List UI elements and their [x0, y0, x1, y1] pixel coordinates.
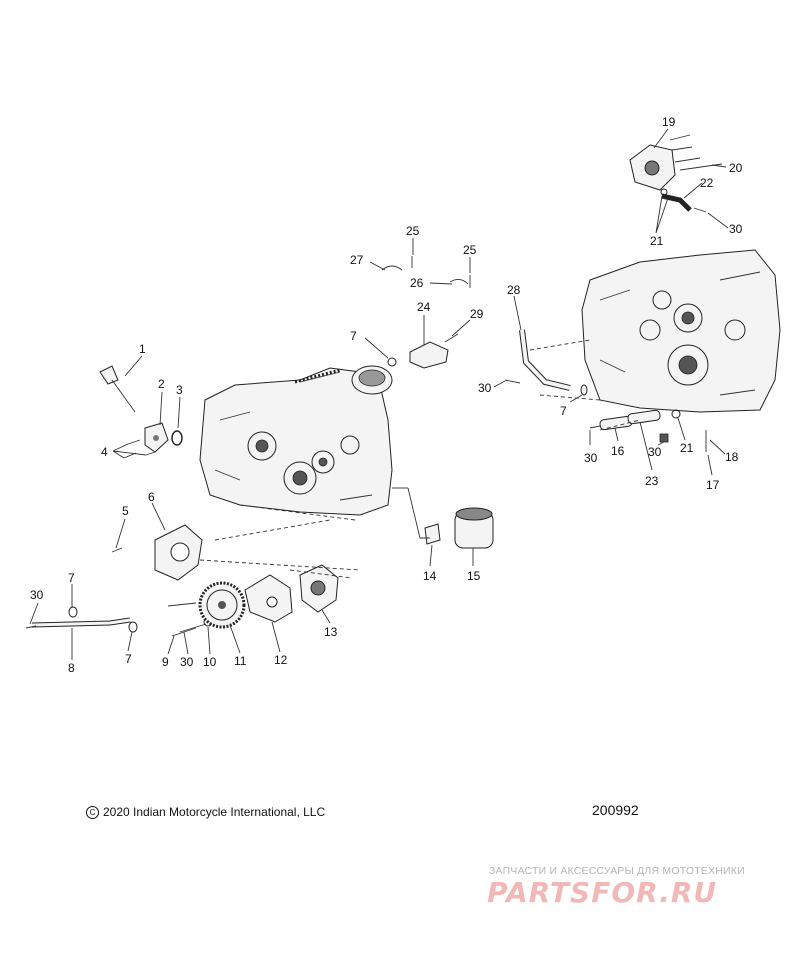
part-28-pipe — [519, 329, 571, 391]
callout-26: 26 — [410, 276, 424, 290]
callout-7-b: 7 — [125, 652, 132, 666]
part-15-oil-filter — [454, 507, 494, 549]
callout-23: 23 — [645, 474, 659, 488]
part-26-27-clips — [381, 265, 469, 285]
callout-18: 18 — [725, 450, 739, 464]
part-21-oring-a — [671, 409, 681, 419]
part-14-filter-adapter — [424, 523, 441, 545]
part-20-bolts — [679, 163, 723, 171]
callout-22: 22 — [700, 176, 714, 190]
part-30-bolt-d — [693, 207, 707, 213]
callout-16: 16 — [611, 444, 625, 458]
part-11-gear — [198, 581, 246, 629]
callout-7-c: 7 — [350, 329, 357, 343]
left-crankcase — [199, 365, 393, 516]
watermark-tagline: ЗАПЧАСТИ И АКСЕССУАРЫ ДЛЯ МОТОТЕХНИКИ — [489, 865, 745, 877]
figure-number: 200992 — [592, 802, 639, 818]
callout-28: 28 — [507, 283, 521, 297]
part-7-oring-b — [128, 621, 138, 633]
part-3-oring — [171, 430, 183, 446]
callout-5: 5 — [122, 504, 129, 518]
part-5-bolt — [111, 547, 123, 553]
part-6-pump-housing — [154, 524, 203, 581]
callout-12: 12 — [274, 653, 288, 667]
copyright-notice: C 2020 Indian Motorcycle International, L… — [86, 805, 325, 819]
callout-4: 4 — [101, 445, 108, 459]
watermark-logo: PARTSFOR.RU — [487, 876, 718, 909]
callout-30-a: 30 — [30, 588, 44, 602]
callout-8: 8 — [68, 661, 75, 675]
callout-20: 20 — [729, 161, 743, 175]
callout-2: 2 — [158, 377, 165, 391]
callout-13: 13 — [324, 625, 338, 639]
part-30-plug — [659, 433, 669, 443]
callout-19: 19 — [662, 115, 676, 129]
callout-11: 11 — [234, 654, 247, 668]
callout-6: 6 — [148, 490, 155, 504]
callout-27: 27 — [350, 253, 364, 267]
callout-labels: 1 2 3 4 5 6 7 30 8 7 9 30 10 11 12 13 14… — [30, 115, 743, 675]
callout-30-b: 30 — [180, 655, 194, 669]
callout-7-d: 7 — [560, 404, 567, 418]
callout-7-a: 7 — [68, 571, 75, 585]
part-7-oring-c — [387, 357, 397, 367]
part-1-dipstick — [99, 365, 136, 413]
callout-25-b: 25 — [463, 243, 477, 257]
callout-30-f: 30 — [729, 222, 743, 236]
callout-10: 10 — [203, 655, 217, 669]
part-29-bolt — [444, 333, 459, 343]
part-8-oil-pipe — [31, 617, 131, 628]
part-30-bolt-c — [589, 425, 601, 429]
callout-17: 17 — [706, 478, 720, 492]
part-16-23-shafts — [599, 409, 661, 431]
callout-25-a: 25 — [406, 224, 420, 238]
callout-24: 24 — [417, 300, 431, 314]
part-13-rotor — [299, 564, 339, 613]
part-2-cover — [144, 422, 169, 453]
part-30-bolt-a — [25, 625, 37, 629]
callout-30-c: 30 — [478, 381, 492, 395]
copyright-text: 2020 Indian Motorcycle International, LL… — [103, 805, 326, 819]
callout-21-b: 21 — [650, 234, 664, 248]
callout-15: 15 — [467, 569, 481, 583]
callout-29: 29 — [470, 307, 484, 321]
part-24-housing — [409, 341, 449, 369]
callout-9: 9 — [162, 655, 169, 669]
part-7-oring-d — [580, 384, 588, 396]
part-19-water-pump — [629, 134, 701, 191]
callout-30-d: 30 — [584, 451, 598, 465]
callout-1: 1 — [139, 342, 146, 356]
part-30-bolt-b — [504, 379, 521, 384]
part-22-elbow — [661, 193, 692, 212]
callout-14: 14 — [423, 569, 437, 583]
copyright-icon: C — [86, 806, 99, 819]
part-21-oring-b — [660, 188, 668, 196]
callout-21-a: 21 — [680, 441, 694, 455]
part-7-oring-a — [68, 606, 78, 618]
callout-30-e: 30 — [648, 445, 662, 459]
leader-lines — [29, 128, 729, 660]
right-crankcase — [581, 249, 781, 413]
part-12-plate — [244, 574, 293, 623]
callout-3: 3 — [176, 383, 183, 397]
